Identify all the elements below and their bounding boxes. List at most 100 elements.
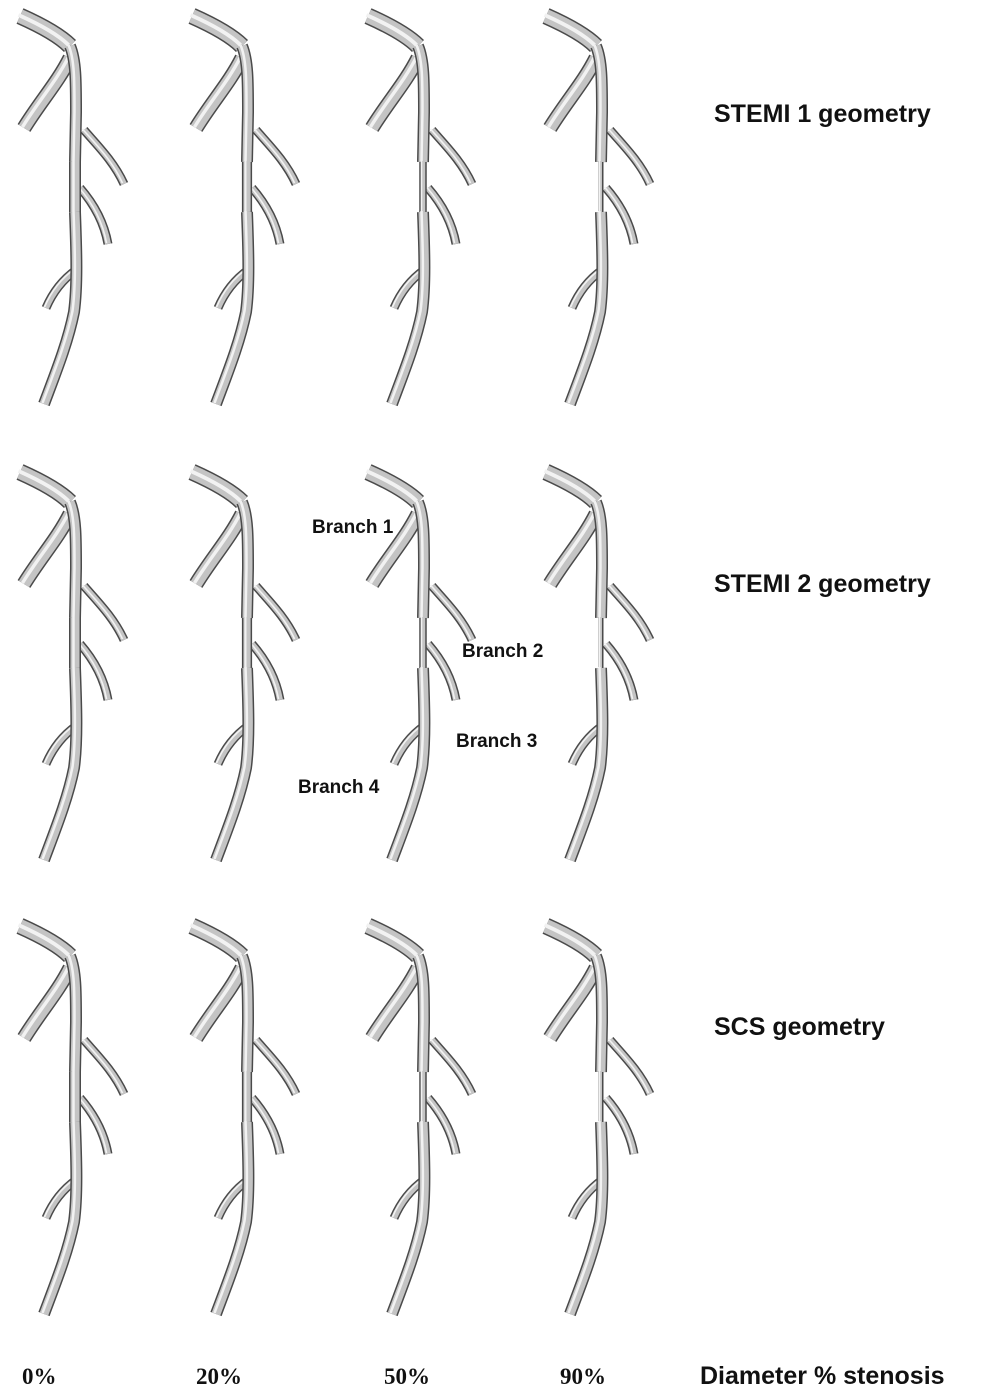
proximal-branch-highlight — [193, 512, 243, 584]
main-trunk-upper-highlight — [67, 954, 76, 1072]
branch-1-label: Branch 1 — [312, 517, 394, 538]
main-trunk-lower-highlight — [567, 1120, 603, 1314]
proximal-branch-highlight — [193, 56, 243, 128]
proximal-branch — [366, 511, 424, 588]
proximal-branch-highlight — [193, 966, 243, 1038]
main-trunk-lower — [387, 1121, 429, 1316]
side-branch-3-highlight — [249, 1096, 280, 1154]
side-branch-2-highlight — [253, 128, 296, 184]
branch-4-label: Branch 4 — [298, 777, 380, 798]
main-trunk-lower — [211, 1121, 253, 1316]
side-branch-2-highlight — [81, 584, 124, 640]
main-vessel-top-highlight — [543, 469, 596, 503]
main-trunk-upper-highlight — [67, 44, 76, 162]
main-trunk-lower-highlight — [389, 666, 425, 860]
side-branch-2-highlight — [607, 128, 650, 184]
main-trunk-lower-highlight — [41, 1120, 77, 1314]
side-branch-3-highlight — [249, 186, 280, 244]
vessel-model-scs-col1 — [188, 918, 301, 1317]
main-vessel-top-highlight — [189, 923, 242, 957]
main-trunk-lower-highlight — [213, 210, 249, 404]
proximal-branch-highlight — [369, 966, 419, 1038]
side-branch-2-highlight — [253, 1038, 296, 1094]
column-label-0: 0% — [22, 1364, 57, 1389]
branch-3-label: Branch 3 — [456, 731, 538, 752]
main-trunk-lower — [565, 667, 607, 862]
main-trunk-lower — [39, 667, 81, 862]
main-trunk-lower — [565, 211, 607, 406]
proximal-branch-highlight — [547, 512, 597, 584]
proximal-branch — [18, 511, 76, 588]
column-label-20: 20% — [196, 1364, 242, 1389]
main-vessel-top-highlight — [365, 923, 418, 957]
side-branch-2-highlight — [607, 584, 650, 640]
row-label-scs: SCS geometry — [714, 1013, 885, 1041]
side-branch-3-highlight — [603, 186, 634, 244]
main-trunk-lower — [387, 667, 429, 862]
proximal-branch — [544, 55, 602, 132]
main-vessel-top-highlight — [543, 923, 596, 957]
vessel-model-stemi2-col0 — [16, 464, 129, 863]
side-branch-2-highlight — [429, 584, 472, 640]
branch-2-label: Branch 2 — [462, 641, 544, 662]
main-vessel-top-highlight — [365, 469, 418, 503]
main-trunk-lower-highlight — [567, 210, 603, 404]
side-branch-3-highlight — [603, 642, 634, 700]
main-trunk-lower — [39, 1121, 81, 1316]
side-branch-3-highlight — [77, 186, 108, 244]
main-trunk-upper-highlight — [239, 44, 248, 162]
side-branch-3-highlight — [249, 642, 280, 700]
vessel-model-stemi2-col3 — [542, 464, 655, 863]
main-trunk-upper-highlight — [593, 44, 602, 162]
main-vessel-top-highlight — [543, 13, 596, 47]
main-vessel-top-highlight — [17, 923, 70, 957]
vessel-model-stemi1-col1 — [188, 8, 301, 407]
vessel-model-scs-col2 — [364, 918, 477, 1317]
proximal-branch — [190, 965, 248, 1042]
proximal-branch-highlight — [21, 966, 71, 1038]
main-trunk-lower-highlight — [389, 1120, 425, 1314]
main-trunk-upper-highlight — [239, 954, 248, 1072]
row-label-stemi2: STEMI 2 geometry — [714, 570, 931, 598]
column-label-90: 90% — [560, 1364, 606, 1389]
proximal-branch — [190, 511, 248, 588]
main-trunk-upper-highlight — [415, 44, 424, 162]
main-trunk-upper-highlight — [67, 500, 76, 618]
vessel-model-stemi2-col2 — [364, 464, 477, 863]
row-label-stemi1: STEMI 1 geometry — [714, 100, 931, 128]
proximal-branch-highlight — [369, 512, 419, 584]
main-trunk-lower — [565, 1121, 607, 1316]
main-trunk-lower — [211, 667, 253, 862]
proximal-branch-highlight — [547, 56, 597, 128]
main-vessel-top-highlight — [189, 13, 242, 47]
proximal-branch-highlight — [547, 966, 597, 1038]
main-vessel-top-highlight — [17, 13, 70, 47]
main-trunk-upper-highlight — [593, 954, 602, 1072]
main-trunk-lower-highlight — [389, 210, 425, 404]
main-trunk-lower — [211, 211, 253, 406]
main-trunk-upper-highlight — [415, 954, 424, 1072]
axis-title: Diameter % stenosis — [700, 1362, 945, 1390]
side-branch-2-highlight — [429, 128, 472, 184]
column-label-50: 50% — [384, 1364, 430, 1389]
main-trunk-lower — [387, 211, 429, 406]
vessel-model-stemi2-col1 — [188, 464, 301, 863]
main-trunk-lower-highlight — [213, 666, 249, 860]
vessel-model-stemi1-col2 — [364, 8, 477, 407]
side-branch-2-highlight — [429, 1038, 472, 1094]
vessel-model-scs-col3 — [542, 918, 655, 1317]
vessel-model-scs-col0 — [16, 918, 129, 1317]
side-branch-2-highlight — [253, 584, 296, 640]
main-trunk-lower-highlight — [213, 1120, 249, 1314]
vessel-model-stemi1-col0 — [16, 8, 129, 407]
proximal-branch — [18, 965, 76, 1042]
main-trunk-upper-highlight — [593, 500, 602, 618]
side-branch-3-highlight — [425, 186, 456, 244]
side-branch-3-highlight — [77, 642, 108, 700]
proximal-branch-highlight — [21, 512, 71, 584]
main-trunk-lower-highlight — [41, 666, 77, 860]
side-branch-3-highlight — [603, 1096, 634, 1154]
proximal-branch-highlight — [369, 56, 419, 128]
